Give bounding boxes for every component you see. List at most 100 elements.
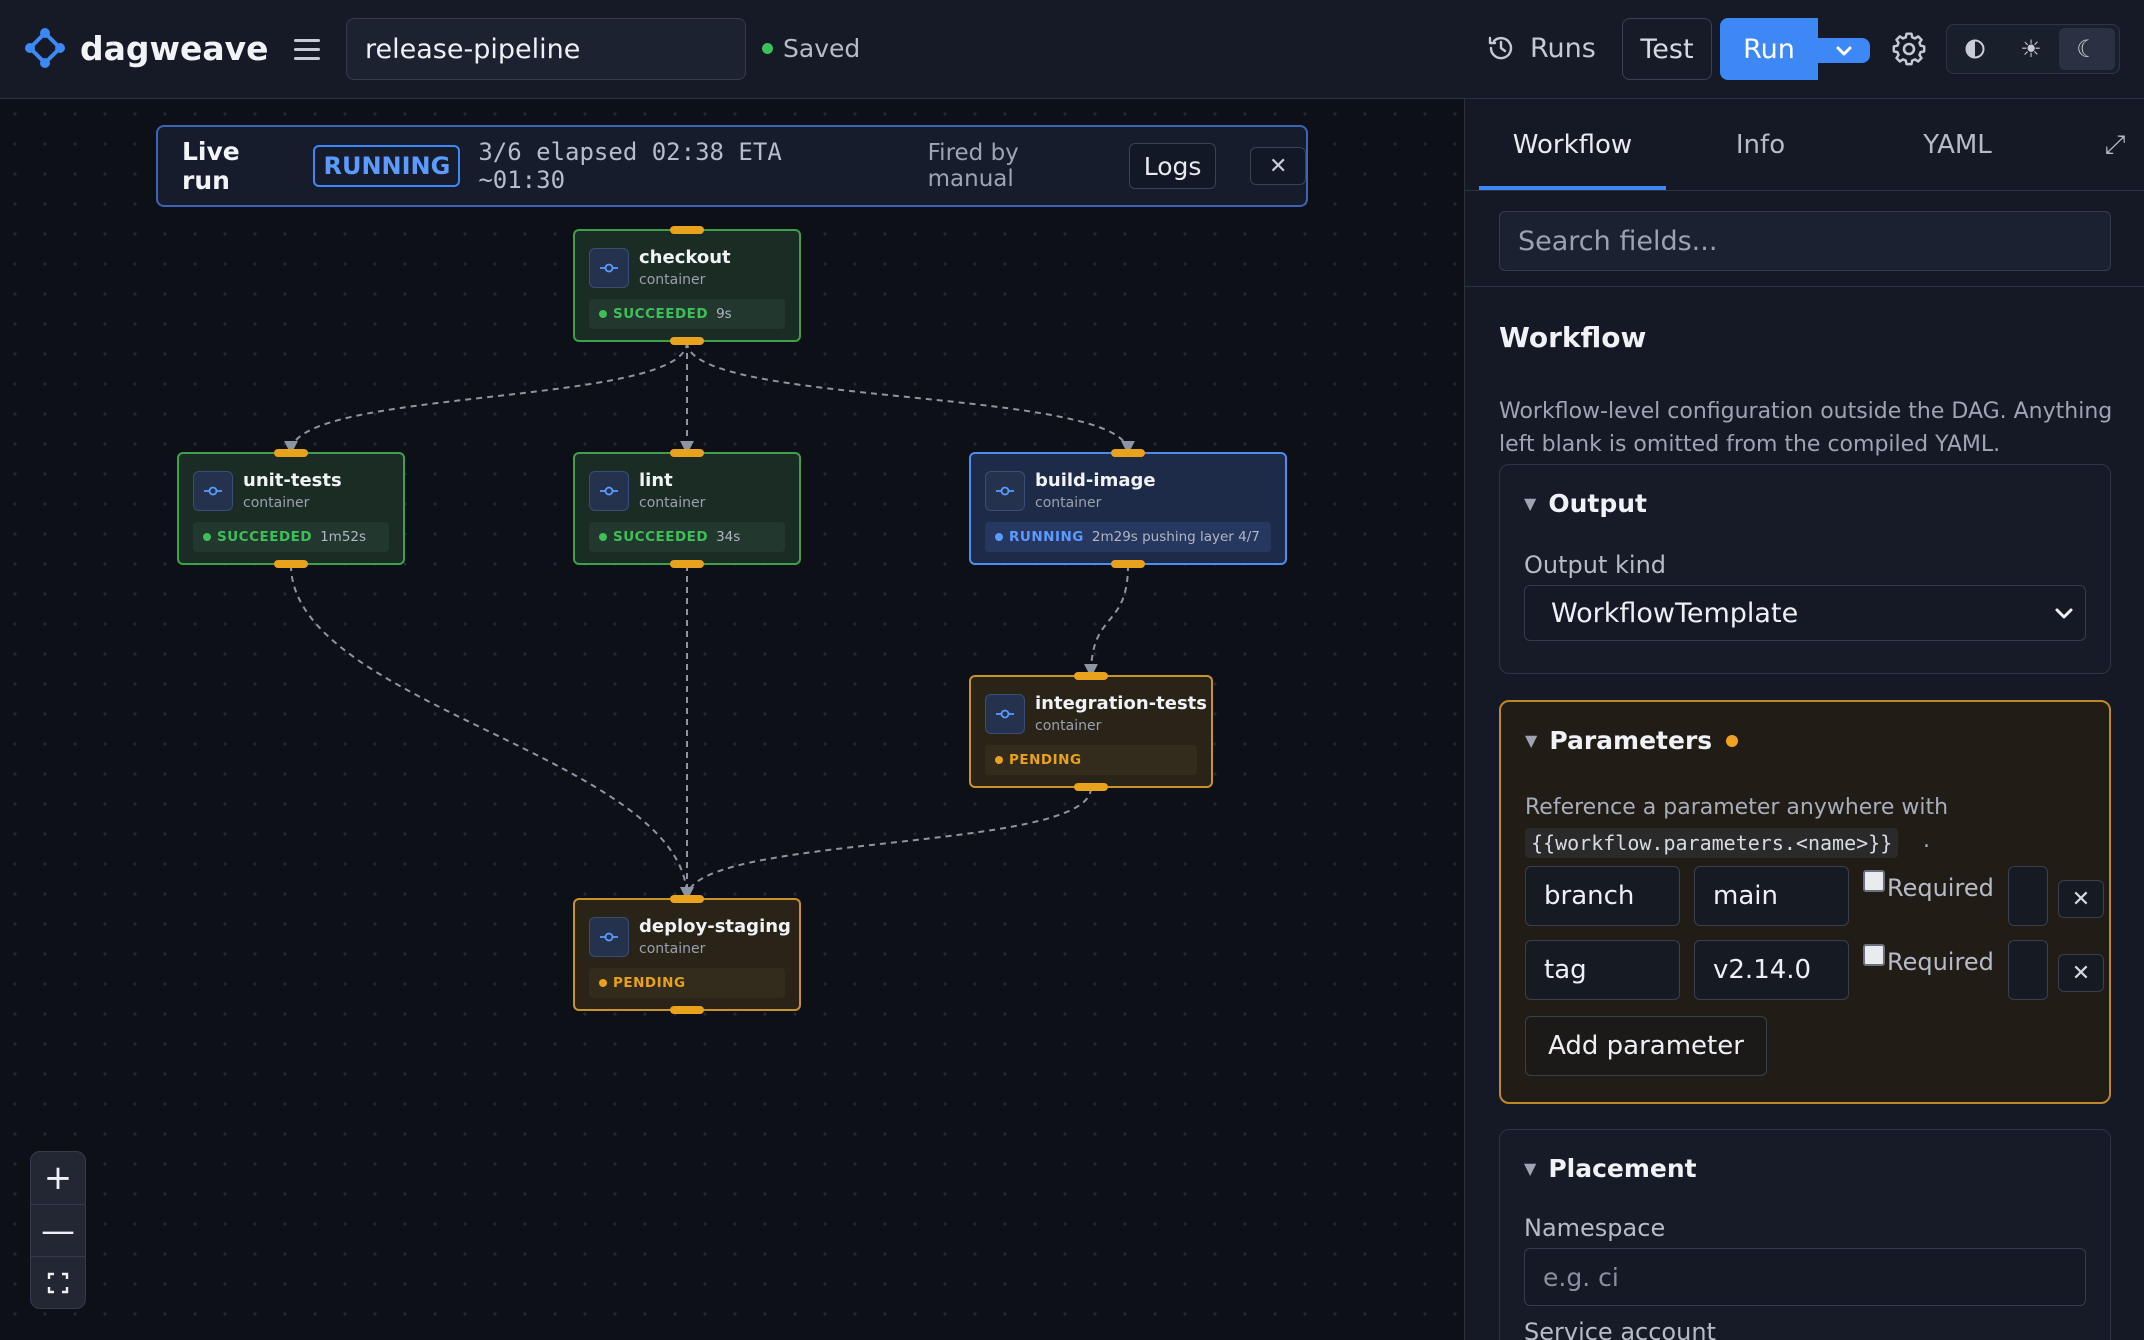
workflow-name-input[interactable] (346, 18, 746, 80)
input-handle[interactable] (1074, 672, 1108, 680)
parameter-name-input[interactable]: tag (1525, 940, 1680, 1000)
node-title: unit-tests (243, 470, 342, 491)
checkbox-icon (1863, 870, 1885, 892)
parameters-header[interactable]: ▼ Parameters (1525, 726, 1739, 755)
menu-icon[interactable] (290, 32, 326, 68)
status-meta: 34s (716, 529, 741, 545)
status-meta: 1m52s (320, 529, 367, 545)
namespace-input[interactable] (1524, 1248, 2086, 1306)
expand-icon[interactable]: ⤢ (2104, 129, 2126, 160)
sun-icon[interactable]: ☀ (2020, 35, 2042, 63)
status-dot-icon (995, 756, 1003, 764)
remove-parameter-button[interactable]: ✕ (2058, 954, 2104, 992)
fired-by: Fired by manual (927, 140, 1019, 192)
test-button[interactable]: Test (1622, 18, 1712, 80)
search-fields-input[interactable] (1499, 211, 2111, 271)
output-kind-label: Output kind (1524, 551, 1667, 579)
collapse-triangle-icon: ▼ (1524, 1159, 1537, 1178)
brand[interactable]: dagweave (24, 24, 269, 72)
placement-card: ▼ Placement Namespace Service account (1499, 1129, 2111, 1340)
gear-icon[interactable] (1890, 30, 1928, 68)
parameter-extra-field[interactable] (2008, 866, 2048, 926)
contrast-icon[interactable] (1947, 28, 2003, 70)
status-label: PENDING (613, 975, 686, 991)
parameter-extra-field[interactable] (2008, 940, 2048, 1000)
checkbox-icon (1863, 944, 1885, 966)
brand-name: dagweave (80, 28, 269, 68)
chevron-down-icon (2055, 608, 2073, 619)
container-icon (193, 471, 233, 511)
history-icon (1488, 36, 1513, 60)
parameters-title: Parameters (1549, 726, 1713, 755)
section-title: Workflow (1499, 321, 1647, 354)
output-handle[interactable] (1074, 783, 1108, 791)
status-dot-icon (599, 310, 607, 318)
node-type: container (243, 495, 310, 511)
output-header[interactable]: ▼ Output (1524, 489, 1647, 518)
moon-icon[interactable]: ☾ (2059, 28, 2115, 70)
output-handle[interactable] (670, 337, 704, 345)
fit-view-icon (47, 1272, 69, 1293)
active-tab-indicator (1479, 186, 1666, 190)
placement-header[interactable]: ▼ Placement (1524, 1154, 1697, 1183)
required-label: Required (1887, 948, 1994, 976)
node-title: integration-tests (1035, 693, 1207, 714)
input-handle[interactable] (670, 449, 704, 457)
input-handle[interactable] (274, 449, 308, 457)
runs-button[interactable]: Runs (1486, 28, 1596, 68)
parameter-value-input[interactable]: v2.14.0 (1694, 940, 1849, 1000)
output-handle[interactable] (1111, 560, 1145, 568)
node-title: build-image (1035, 470, 1156, 491)
divider (1465, 286, 2144, 287)
zoom-in-button[interactable]: + (43, 1158, 73, 1198)
top-bar: dagweave Saved Runs Test Run (0, 0, 2144, 99)
fit-view-button[interactable] (31, 1256, 85, 1308)
section-description: Workflow-level configuration outside the… (1499, 399, 2113, 457)
remove-parameter-button[interactable]: ✕ (2058, 880, 2104, 918)
inspector-panel: Workflow Info YAML ⤢ Workflow Workflow-l… (1464, 99, 2144, 1340)
container-icon (589, 917, 629, 957)
input-handle[interactable] (1111, 449, 1145, 457)
output-title: Output (1548, 489, 1647, 518)
run-status-badge: RUNNING (313, 145, 461, 187)
close-banner-button[interactable]: ✕ (1250, 147, 1306, 185)
input-handle[interactable] (670, 226, 704, 234)
run-button[interactable]: Run (1720, 18, 1818, 80)
status-label: SUCCEEDED (217, 529, 313, 545)
required-checkbox[interactable]: Required (1863, 944, 1994, 976)
parameter-name-input[interactable]: branch (1525, 866, 1680, 926)
tab-yaml[interactable]: YAML (1923, 130, 1992, 160)
status-dot-icon (995, 533, 1003, 541)
edge-layer (284, 341, 1135, 901)
status-meta: 9s (716, 306, 732, 322)
save-status-label: Saved (783, 33, 861, 63)
status-label: SUCCEEDED (613, 306, 709, 322)
input-handle[interactable] (670, 895, 704, 903)
dag-canvas[interactable]: Live run RUNNING 3/6 elapsed 02:38 ETA ~… (0, 99, 1464, 1340)
runs-label: Runs (1530, 32, 1596, 64)
tab-info[interactable]: Info (1735, 130, 1786, 160)
output-handle[interactable] (274, 560, 308, 568)
add-parameter-button[interactable]: Add parameter (1525, 1016, 1767, 1076)
run-options-button[interactable] (1818, 38, 1870, 63)
zoom-out-button[interactable]: — (31, 1204, 85, 1256)
output-handle[interactable] (670, 1006, 704, 1014)
chevron-down-icon (1836, 46, 1852, 55)
output-handle[interactable] (670, 560, 704, 568)
logs-button[interactable]: Logs (1128, 143, 1217, 189)
required-checkbox[interactable]: Required (1863, 870, 1994, 902)
tab-workflow[interactable]: Workflow (1512, 130, 1633, 160)
parameter-value-input[interactable]: main (1694, 866, 1849, 926)
output-kind-select[interactable]: WorkflowTemplate (1524, 585, 2086, 641)
container-icon (985, 471, 1025, 511)
container-icon (985, 694, 1025, 734)
